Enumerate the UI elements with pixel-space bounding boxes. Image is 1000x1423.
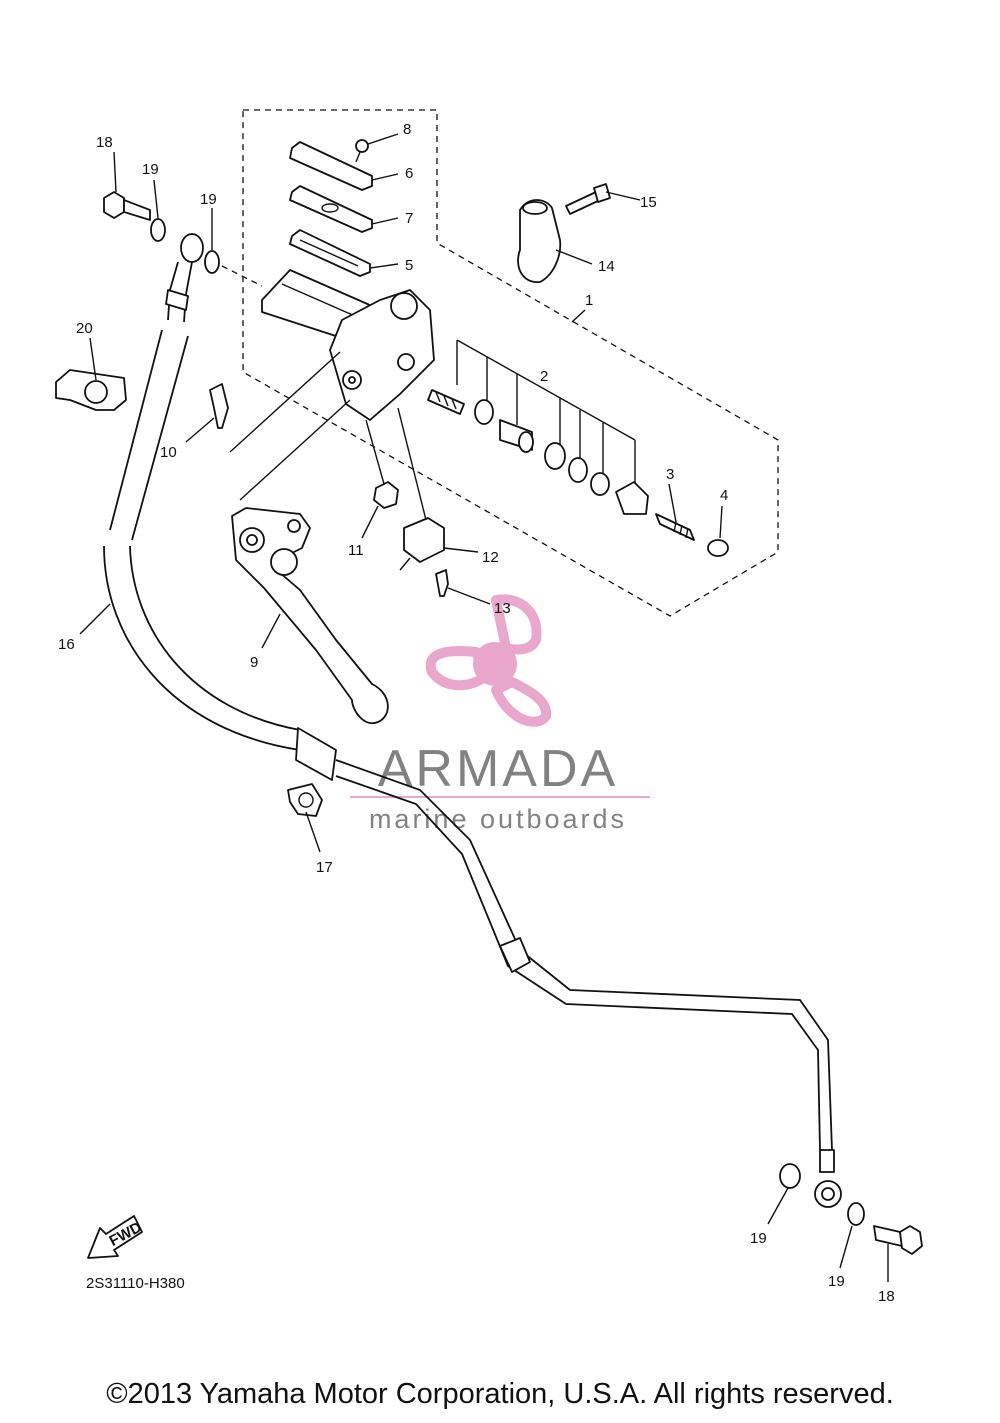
- label-18-bottom: 18: [878, 1288, 895, 1305]
- propeller-logo-icon: [425, 594, 552, 727]
- label-10: 10: [160, 444, 177, 461]
- washer-19-d: [847, 1202, 865, 1226]
- plate-7: [289, 185, 373, 233]
- screw-8: [355, 139, 369, 163]
- label-4: 4: [720, 487, 728, 504]
- label-1: 1: [585, 292, 593, 309]
- bolt-15: [565, 191, 601, 215]
- piston-kit-2: [427, 339, 649, 515]
- watermark: ARMADA marine outboards: [350, 594, 650, 834]
- clip-17: [287, 783, 323, 817]
- copyright-notice: ©2013 Yamaha Motor Corporation, U.S.A. A…: [106, 1378, 894, 1410]
- label-7: 7: [405, 210, 413, 227]
- label-3: 3: [666, 466, 674, 483]
- watermark-brand: ARMADA: [378, 740, 618, 798]
- switch-12: [403, 517, 445, 563]
- label-6: 6: [405, 165, 413, 182]
- assembly-outline: [242, 109, 779, 617]
- banjo-bolt-18-bottom: [873, 1225, 903, 1247]
- label-16: 16: [58, 636, 75, 653]
- screw-13: [435, 569, 449, 597]
- label-9: 9: [250, 654, 258, 671]
- clamp-14: [517, 199, 562, 283]
- label-12: 12: [482, 549, 499, 566]
- label-19-c: 19: [750, 1230, 767, 1247]
- nut-11: [373, 481, 399, 509]
- label-18-top: 18: [96, 134, 113, 151]
- master-cylinder-body: [261, 269, 435, 421]
- label-14: 14: [598, 258, 615, 275]
- label-19-a: 19: [142, 161, 159, 178]
- banjo-bolt-18-top: [103, 191, 125, 219]
- label-19-d: 19: [828, 1273, 845, 1290]
- label-2: 2: [540, 368, 548, 385]
- label-17: 17: [316, 859, 333, 876]
- washer-19-b: [204, 250, 220, 274]
- callout-labels: 1 2 3 4 5 6 7 8 9 10 11 12 13 14 15 16 1…: [58, 121, 895, 1305]
- reservoir-cap-6: [289, 141, 373, 191]
- label-19-b: 19: [200, 191, 217, 208]
- fwd-arrow-icon: FWD: [87, 1215, 145, 1259]
- label-11: 11: [348, 542, 364, 559]
- label-8: 8: [403, 121, 411, 138]
- label-20: 20: [76, 320, 93, 337]
- hose-16: [103, 233, 842, 1208]
- label-13: 13: [494, 600, 511, 617]
- watermark-tagline: marine outboards: [369, 804, 627, 834]
- leader-lines: [79, 133, 889, 1282]
- washer-19-c: [779, 1163, 801, 1189]
- diagram-code: 2S31110-H380: [86, 1275, 185, 1292]
- label-5: 5: [405, 257, 413, 274]
- pivot-bolt-10: [209, 383, 229, 429]
- washer-19-a: [150, 218, 166, 242]
- cap-4: [707, 539, 729, 557]
- label-15: 15: [640, 194, 657, 211]
